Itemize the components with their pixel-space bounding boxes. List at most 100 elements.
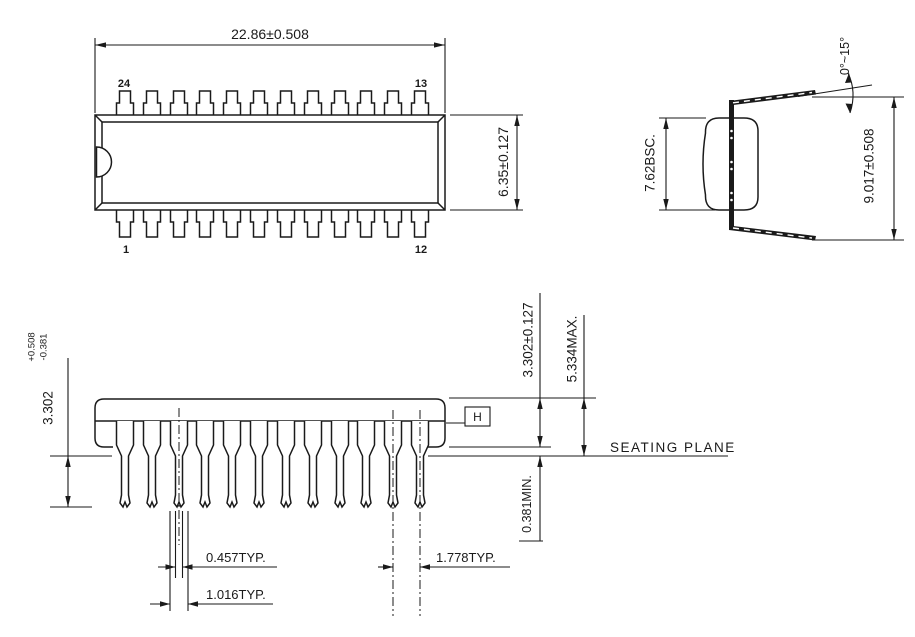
dim-body-thickness: 3.302±0.127: [521, 293, 543, 447]
pin: [303, 420, 323, 508]
pin: [222, 209, 242, 238]
pin: [195, 90, 215, 116]
pin: [249, 90, 269, 116]
pin: [330, 209, 350, 238]
dim-lead-angle-label: 0°~15°: [838, 37, 852, 75]
dim-lead-width-label: 1.016TYP.: [206, 587, 266, 602]
pin: [330, 420, 350, 508]
dim-lead-tip: 0.457TYP. 1.016TYP.: [150, 408, 277, 611]
arrowhead: [65, 496, 71, 507]
pin-number-24: 24: [118, 78, 131, 90]
arrowhead: [537, 398, 543, 409]
side-pins-row: [115, 420, 430, 508]
seating-plane-label: SEATING PLANE: [610, 440, 736, 455]
pin: [276, 90, 296, 116]
pin: [195, 209, 215, 238]
lead-hatch: [732, 91, 813, 104]
dim-body-width: 6.35±0.127: [450, 114, 523, 211]
dim-lead-tip-label: 0.457TYP.: [206, 550, 266, 565]
pin: [383, 90, 403, 116]
arrowhead: [434, 42, 445, 48]
pin: [142, 420, 162, 508]
pin1-notch: [95, 146, 113, 178]
pin: [410, 90, 430, 116]
lead-center-marks: [730, 129, 733, 202]
corner-bevel: [437, 114, 446, 123]
dim-lead-length-value: 3.302: [41, 391, 56, 425]
arrowhead: [65, 456, 71, 467]
lead-frame-vertical: [729, 100, 734, 230]
dim-body-width-label: 6.35±0.127: [495, 127, 511, 197]
arrowhead: [891, 97, 897, 108]
pin: [303, 90, 323, 116]
pin: [115, 209, 135, 238]
pin: [142, 90, 162, 116]
pin: [276, 420, 296, 508]
dim-overall-width-label: 22.86±0.508: [231, 26, 309, 42]
package-body-end: [702, 117, 759, 211]
dim-body-thickness-label: 3.302±0.127: [521, 303, 536, 378]
side-view: H SEATING PLANE 3.302±0.127 0.381MIN.: [27, 293, 736, 616]
arrowhead: [663, 199, 669, 210]
datum-h-label: H: [473, 410, 482, 424]
pin: [303, 209, 323, 238]
arrowhead: [845, 103, 853, 113]
arrowhead: [165, 564, 176, 570]
arrowhead: [891, 229, 897, 240]
pin: [195, 420, 215, 508]
pin-number-1: 1: [123, 244, 129, 256]
pin: [356, 90, 376, 116]
pin: [249, 420, 269, 508]
arrowhead: [514, 199, 520, 210]
pin: [222, 420, 242, 508]
dim-lead-length: 3.302 +0.508 -0.381: [27, 332, 112, 508]
arrowhead: [581, 445, 587, 456]
corner-bevel: [94, 202, 103, 211]
corner-bevel: [437, 202, 446, 211]
end-view: 7.62BSC. 0°~15° 9.017±0.508: [643, 37, 904, 241]
dim-max-height-label: 5.334MAX.: [565, 316, 580, 383]
arrowhead: [581, 398, 587, 409]
arrowhead: [383, 564, 393, 570]
pin: [410, 209, 430, 238]
corner-bevel: [94, 114, 103, 123]
pin: [249, 209, 269, 238]
arrowhead: [663, 118, 669, 129]
pin: [169, 90, 189, 116]
pin: [356, 209, 376, 238]
pin-number-12: 12: [415, 244, 427, 256]
arrowhead: [514, 115, 520, 126]
pin: [115, 420, 135, 508]
arrowhead: [160, 601, 170, 607]
dim-lead-length-tol-plus: +0.508: [27, 332, 38, 361]
package-body-outer: [94, 114, 446, 211]
arrowhead: [537, 456, 543, 467]
arrowhead: [182, 564, 193, 570]
pin-number-13: 13: [415, 78, 427, 90]
pin: [169, 209, 189, 238]
arrowhead: [537, 436, 543, 447]
dim-lead-spacing-label: 1.778TYP.: [436, 550, 496, 565]
arrowhead: [188, 601, 198, 607]
arrowhead: [845, 73, 852, 83]
package-body-inner: [101, 121, 439, 204]
package-body-side: [94, 398, 446, 448]
pin: [222, 90, 242, 116]
dim-lead-span-label: 9.017±0.508: [862, 129, 877, 204]
dim-standoff-label: 0.381MIN.: [520, 475, 534, 533]
dim-row-spacing: 7.62BSC.: [643, 117, 715, 211]
dim-lead-length-tol-minus: -0.381: [39, 334, 50, 361]
dim-max-height: 5.334MAX.: [565, 315, 587, 456]
pin: [356, 420, 376, 508]
dim-overall-width: 22.86±0.508: [94, 26, 446, 113]
dim-lead-angle: 0°~15°: [797, 37, 904, 114]
pin: [383, 209, 403, 238]
pin: [276, 209, 296, 238]
top-view: 24 13 1 12 22.86±0.508 6.35±0.127: [94, 26, 523, 256]
arrowhead: [420, 564, 430, 570]
lead-top: [729, 90, 816, 106]
dim-standoff: 0.381MIN.: [519, 456, 543, 542]
pin: [115, 90, 135, 116]
